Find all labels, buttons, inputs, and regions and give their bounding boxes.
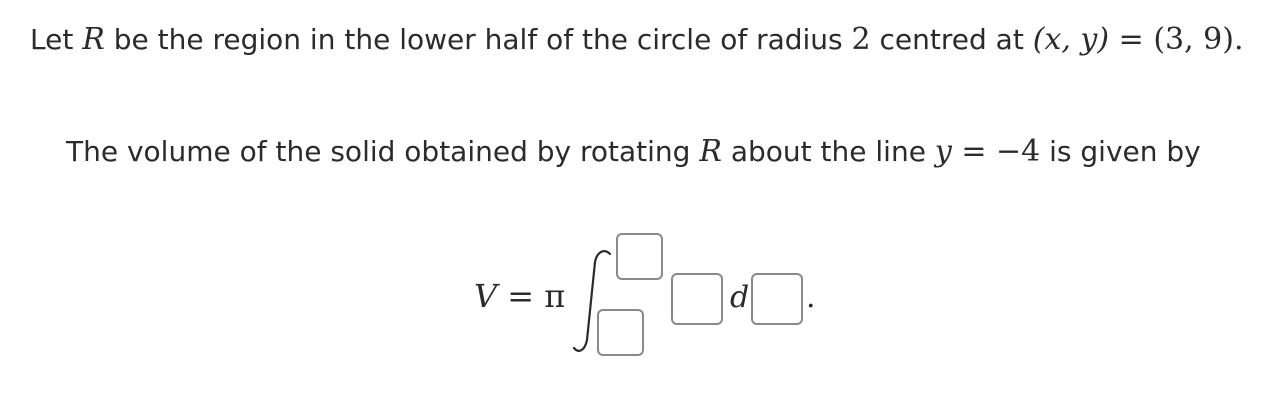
text-segment: is given by: [1040, 135, 1201, 168]
integral-sign-icon: [572, 250, 612, 352]
integrand-input[interactable]: [671, 273, 723, 325]
text-segment: about the line: [721, 135, 935, 168]
problem-statement-line1: Let R be the region in the lower half of…: [30, 16, 1244, 64]
sentence-end: .: [1233, 22, 1244, 57]
axis-value: −4: [996, 134, 1041, 169]
text-segment: be the region in the lower half of the c…: [104, 23, 852, 56]
equals-sign: =: [951, 134, 996, 169]
integration-variable-input[interactable]: [751, 273, 803, 325]
radius-value: 2: [851, 22, 871, 57]
differential-d: d: [730, 280, 750, 315]
volume-formula: V = π: [474, 272, 565, 320]
equals-sign: =: [497, 277, 545, 315]
text-segment: Let: [30, 23, 83, 56]
point-lhs: (x, y): [1032, 22, 1110, 57]
equals-sign: =: [1109, 22, 1154, 57]
volume-variable: V: [474, 277, 498, 315]
center-point: (3, 9): [1153, 22, 1234, 57]
line-variable: y: [934, 134, 952, 169]
formula-end: .: [806, 280, 816, 315]
region-variable: R: [699, 134, 722, 169]
pi-symbol: π: [544, 277, 566, 315]
upper-limit-input[interactable]: [616, 233, 663, 280]
text-segment: centred at: [870, 23, 1033, 56]
lower-limit-input[interactable]: [597, 309, 644, 356]
problem-statement-line2: The volume of the solid obtained by rota…: [66, 128, 1201, 176]
region-variable: R: [82, 22, 105, 57]
text-segment: The volume of the solid obtained by rota…: [66, 135, 700, 168]
